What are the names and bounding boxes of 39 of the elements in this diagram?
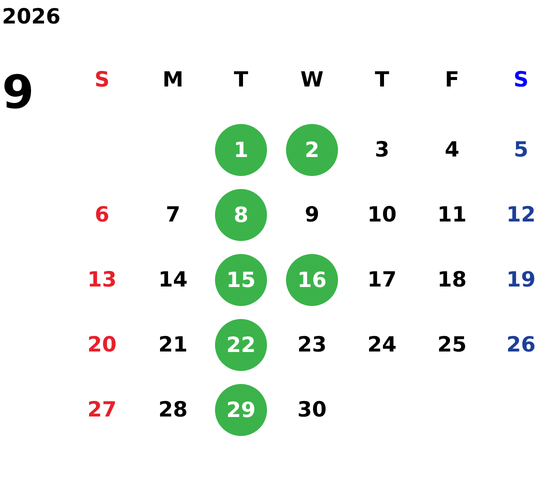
- weekday-header: F: [444, 70, 460, 90]
- date-number: 9: [304, 204, 320, 226]
- date-number: 5: [514, 140, 528, 160]
- date-number: 24: [367, 334, 397, 356]
- weekday-header: T: [374, 70, 390, 90]
- date-number: 26: [506, 334, 536, 356]
- date-number: 17: [367, 270, 397, 290]
- highlighted-date: 1: [215, 124, 267, 176]
- date-number: 3: [374, 140, 390, 160]
- date-number: 11: [437, 204, 467, 226]
- date-number: 13: [87, 270, 117, 290]
- month-number: 9: [2, 69, 34, 115]
- highlighted-date: 2: [286, 124, 338, 176]
- highlighted-date: 15: [215, 254, 267, 306]
- date-number: 19: [506, 270, 536, 290]
- date-number: 20: [87, 334, 117, 356]
- date-number: 21: [158, 334, 188, 356]
- date-number: 12: [506, 204, 536, 226]
- date-number: 10: [367, 204, 397, 226]
- date-number: 4: [444, 140, 460, 160]
- weekday-header: W: [300, 70, 324, 90]
- date-number: 30: [297, 400, 327, 420]
- date-number: 27: [87, 400, 117, 420]
- date-number: 6: [94, 204, 110, 226]
- date-number: 28: [158, 400, 188, 420]
- date-number: 25: [437, 334, 467, 356]
- highlighted-date: 29: [215, 384, 267, 436]
- weekday-header: M: [162, 70, 184, 90]
- weekday-header: S: [513, 70, 529, 90]
- weekday-header: T: [234, 70, 248, 90]
- date-number: 7: [166, 204, 180, 226]
- date-number: 14: [158, 270, 188, 290]
- highlighted-date: 22: [215, 319, 267, 371]
- year-text: 2026: [2, 6, 60, 28]
- highlighted-date: 8: [215, 189, 267, 241]
- weekday-header: S: [94, 70, 110, 90]
- highlighted-date: 16: [286, 254, 338, 306]
- date-number: 23: [297, 334, 327, 356]
- date-number: 18: [437, 270, 467, 290]
